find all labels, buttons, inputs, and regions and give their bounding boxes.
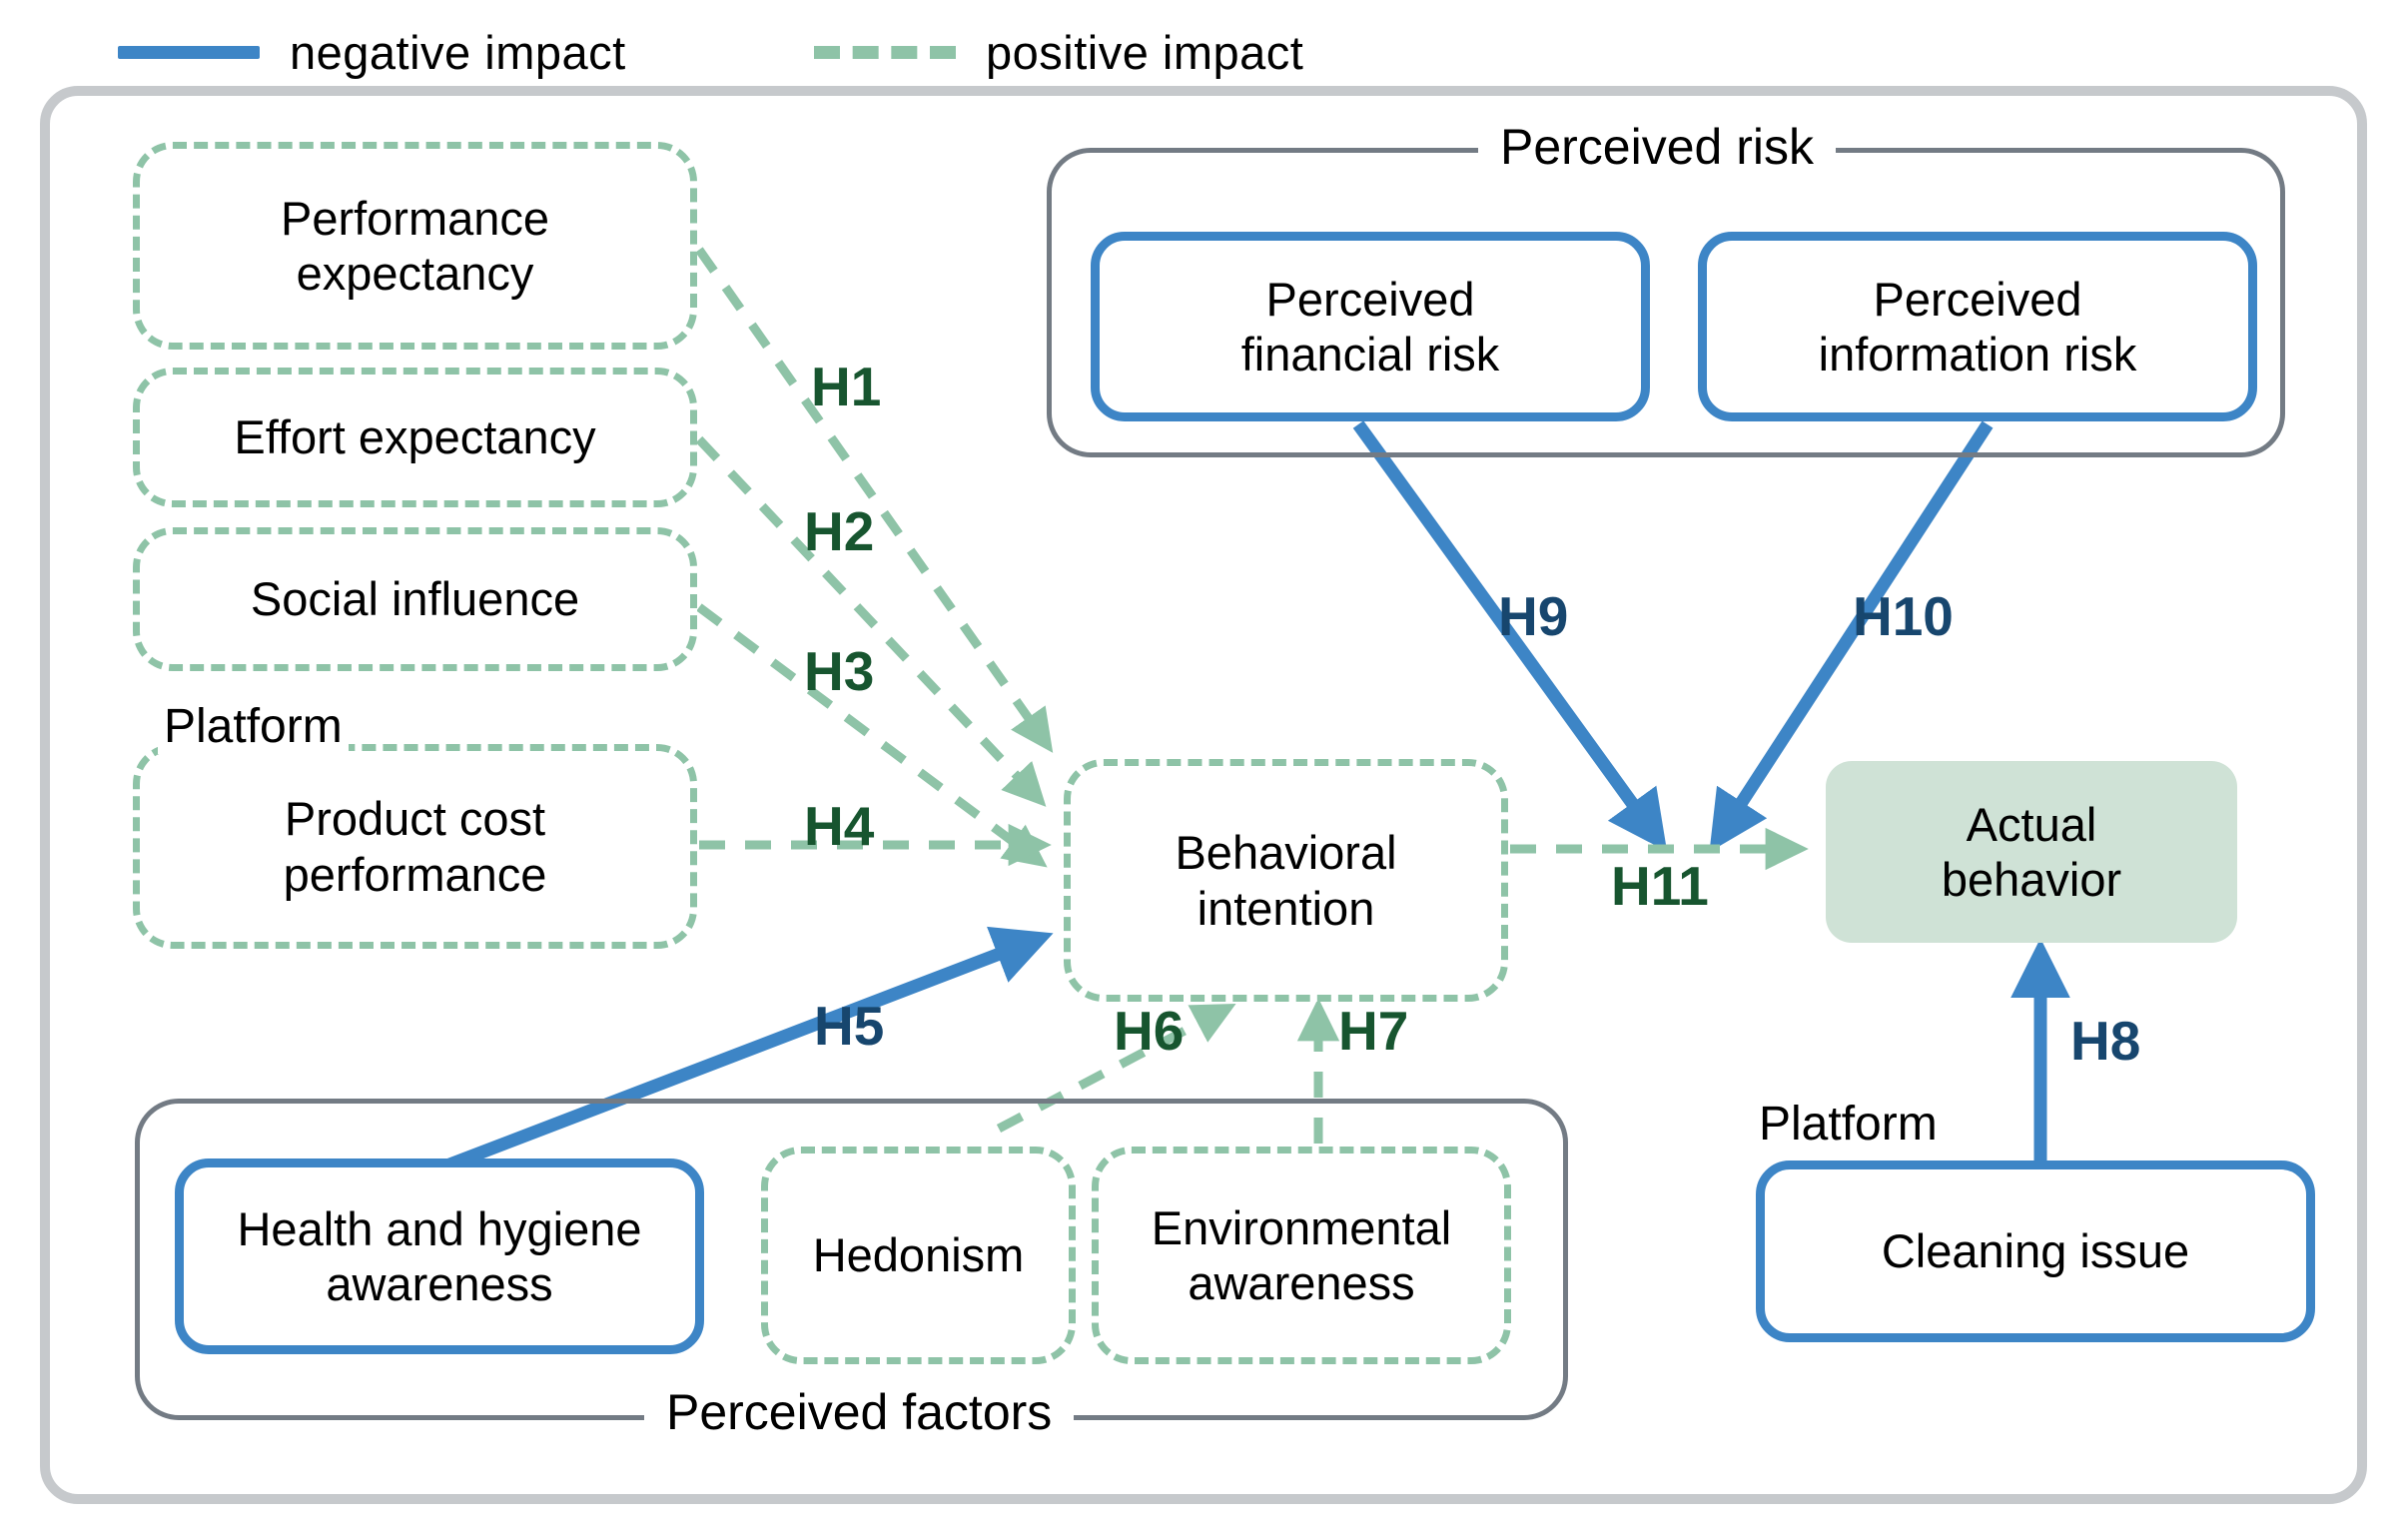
hypothesis-label-h9: H9 <box>1498 585 1569 647</box>
legend-label-positive-impact: positive impact <box>986 26 1304 79</box>
edge-h10 <box>1709 420 1994 853</box>
node-performance-expectancy-label: Performance expectancy <box>280 191 550 300</box>
node-cleaning-issue[interactable]: Cleaning issue <box>1756 1160 2315 1342</box>
hypothesis-label-h1: H1 <box>811 356 882 417</box>
node-effort-expectancy[interactable]: Effort expectancy <box>133 368 697 507</box>
node-perceived-information-risk[interactable]: Perceived information risk <box>1698 232 2257 421</box>
edge-h9 <box>1352 420 1668 852</box>
hypothesis-label-h4: H4 <box>804 795 875 857</box>
node-perceived-financial-risk[interactable]: Perceived financial risk <box>1091 232 1650 421</box>
legend-item-negative-impact: negative impact <box>118 25 626 80</box>
label-platform-left: Platform <box>158 699 349 754</box>
edge-h5 <box>436 926 1054 1175</box>
node-perceived-information-risk-label: Perceived information risk <box>1818 272 2137 381</box>
hypothesis-label-h2: H2 <box>804 500 875 562</box>
edge-h1 <box>695 247 1054 753</box>
node-actual-behavior[interactable]: Actual behavior <box>1826 761 2237 943</box>
hypothesis-label-h8: H8 <box>2070 1010 2141 1072</box>
node-cleaning-issue-label: Cleaning issue <box>1881 1224 2190 1278</box>
node-behavioral-intention-label: Behavioral intention <box>1175 826 1397 935</box>
node-environmental-awareness-label: Environmental awareness <box>1151 1200 1452 1309</box>
hypothesis-label-h10: H10 <box>1853 585 1954 647</box>
hypothesis-label-h5: H5 <box>814 995 885 1057</box>
node-environmental-awareness[interactable]: Environmental awareness <box>1092 1147 1511 1364</box>
hypothesis-label-h7: H7 <box>1338 1000 1409 1062</box>
node-effort-expectancy-label: Effort expectancy <box>234 410 596 464</box>
node-health-and-hygiene-awareness-label: Health and hygiene awareness <box>237 1201 642 1310</box>
hypothesis-label-h11: H11 <box>1611 855 1709 917</box>
legend-label-negative-impact: negative impact <box>290 26 626 79</box>
group-perceived-factors-title: Perceived factors <box>644 1383 1075 1441</box>
node-social-influence-label: Social influence <box>250 572 580 626</box>
node-behavioral-intention[interactable]: Behavioral intention <box>1064 759 1508 1002</box>
legend-swatch-dashed-line <box>814 46 956 59</box>
node-actual-behavior-label: Actual behavior <box>1941 797 2122 906</box>
node-product-cost-performance-label: Product cost performance <box>283 792 547 901</box>
edge-h2 <box>695 435 1047 807</box>
outer-frame <box>40 86 2367 1504</box>
hypothesis-label-h3: H3 <box>804 640 875 702</box>
node-perceived-financial-risk-label: Perceived financial risk <box>1240 272 1500 381</box>
node-performance-expectancy[interactable]: Performance expectancy <box>133 142 697 350</box>
node-health-and-hygiene-awareness[interactable]: Health and hygiene awareness <box>175 1158 704 1354</box>
edge-h3 <box>696 603 1048 868</box>
group-perceived-risk-title: Perceived risk <box>1478 118 1836 176</box>
hypothesis-label-h6: H6 <box>1114 1000 1185 1062</box>
node-social-influence[interactable]: Social influence <box>133 527 697 671</box>
label-platform-right: Platform <box>1753 1097 1944 1152</box>
legend-swatch-solid-line <box>118 46 260 59</box>
node-hedonism[interactable]: Hedonism <box>761 1147 1076 1364</box>
legend-item-positive-impact: positive impact <box>814 25 1303 80</box>
node-product-cost-performance[interactable]: Product cost performance <box>133 744 697 949</box>
legend: negative impact positive impact <box>0 0 2405 86</box>
node-hedonism-label: Hedonism <box>812 1228 1025 1282</box>
